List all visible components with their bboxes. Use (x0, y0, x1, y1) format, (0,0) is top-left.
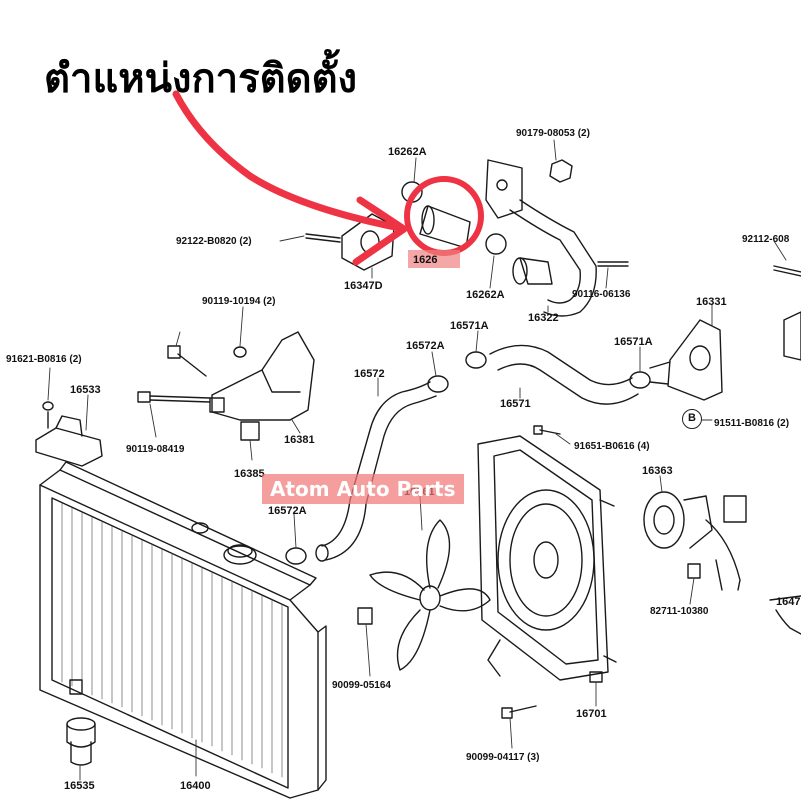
part-label-90179-08053: 90179-08053 (2) (516, 128, 590, 139)
part-label-16571A-left: 16571A (450, 320, 489, 332)
part-label-1626x: 1626 (413, 254, 438, 266)
part-label-91651-B0616: 91651-B0616 (4) (574, 441, 650, 452)
part-label-16400: 16400 (180, 780, 211, 792)
part-label-16572A-top: 16572A (406, 340, 445, 352)
watermark-text: Atom Auto Parts (262, 474, 464, 504)
part-label-92112: 92112-608 (742, 234, 790, 245)
part-label-16262A-top: 16262A (388, 146, 427, 158)
fan-shroud-16701 (477, 435, 617, 683)
part-label-91511-B0816: 91511-B0816 (2) (714, 418, 790, 429)
leader-lines (47, 139, 787, 781)
part-label-16572A-bottom: 16572A (268, 505, 307, 517)
partial-parts-right (769, 265, 801, 635)
part-label-90099-05164: 90099-05164 (332, 680, 391, 691)
clamp-16572A-top (427, 375, 449, 393)
radiator-16400 (39, 461, 327, 799)
part-label-90116-06136: 90116-06136 (572, 289, 631, 300)
part-label-91621-B0816: 91621-B0816 (2) (6, 354, 82, 365)
bracket-16533 (35, 401, 103, 467)
part-label-16533: 16533 (70, 384, 101, 396)
reservoir-cap-16535 (66, 717, 96, 766)
fan-16361 (357, 519, 491, 671)
clamp-16572A-bottom (285, 547, 307, 565)
part-label-16331: 16331 (696, 296, 727, 308)
part-label-16571: 16571 (500, 398, 531, 410)
part-label-16347D: 16347D (344, 280, 383, 292)
fasteners (501, 425, 561, 719)
part-label-16571A-right: 16571A (614, 336, 653, 348)
part-label-16701: 16701 (576, 708, 607, 720)
part-number-highlight (408, 250, 460, 268)
part-label-16381: 16381 (284, 434, 315, 446)
part-label-92122-B0820: 92122-B0820 (2) (176, 236, 252, 247)
part-label-16322: 16322 (528, 312, 559, 324)
annotation-arrow (172, 90, 408, 266)
water-outlet-16331 (649, 319, 723, 401)
part-label-90119-08419: 90119-08419 (126, 444, 185, 455)
fan-motor-16363 (643, 491, 747, 591)
part-label-16262A-bottom: 16262A (466, 289, 505, 301)
part-label-82711-10380: 82711-10380 (650, 606, 709, 617)
bracket-16381 (137, 331, 315, 441)
part-label-1647: 1647 (776, 596, 801, 608)
bypass-pipe-16322 (485, 159, 629, 317)
page-title: ตำแหน่งการติดตั้ง (44, 56, 358, 102)
clamp-16571A-right (629, 371, 651, 389)
part-label-16535: 16535 (64, 780, 95, 792)
part-label-90099-04117: 90099-04117 (3) (466, 752, 540, 763)
part-label-90119-10194: 90119-10194 (2) (202, 296, 276, 307)
part-label-16363: 16363 (642, 465, 673, 477)
hose-16571 (489, 344, 639, 405)
clamp-16571A-left (465, 351, 487, 369)
hose-16572 (315, 381, 437, 562)
part-label-16385: 16385 (234, 468, 265, 480)
part-label-16572: 16572 (354, 368, 385, 380)
callout-b: B (682, 409, 702, 429)
